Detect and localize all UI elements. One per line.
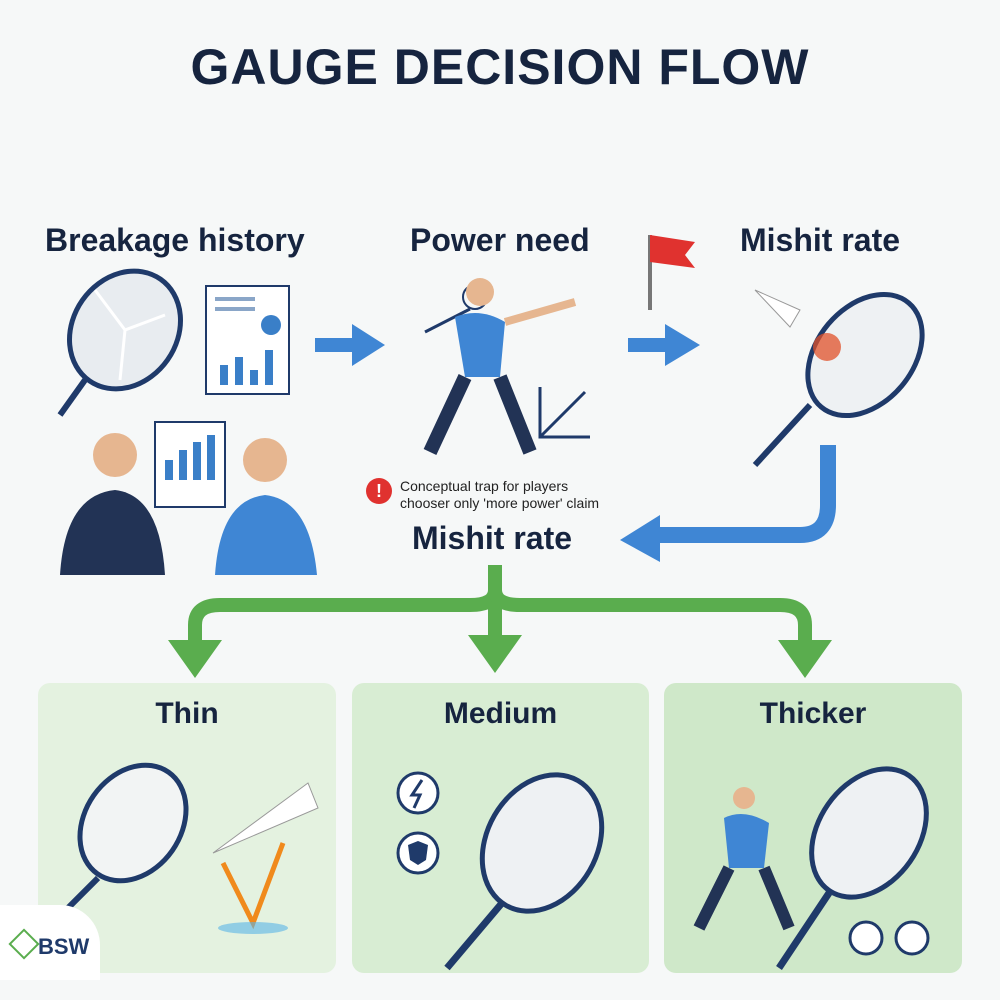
warning-line-2: chooser only 'more power' claim	[400, 495, 600, 511]
report-chart-icon	[205, 285, 290, 395]
player-smash-icon	[423, 278, 590, 455]
stage-mishit-rate: Mishit rate	[740, 222, 901, 258]
racket-mishit-icon	[752, 289, 925, 468]
page-title: GAUGE DECISION FLOW	[190, 39, 810, 95]
decision-mishit-rate: Mishit rate	[412, 520, 573, 556]
coaches-discussion-icon	[60, 421, 317, 575]
red-flag-icon	[648, 235, 695, 310]
thicker-player-racket-icon	[693, 766, 930, 970]
option-thicker-label: Thicker	[759, 697, 867, 730]
branch-arrows	[188, 565, 812, 645]
option-thin-label: Thin	[155, 697, 219, 730]
broken-racket-icon	[57, 268, 183, 417]
arrow-breakage-to-power	[315, 324, 385, 366]
arrow-power-to-mishit	[628, 324, 700, 366]
exclamation-circle-icon: !	[366, 478, 392, 504]
warning-line-1: Conceptual trap for players	[400, 478, 569, 494]
bsw-logo: BSW	[0, 905, 100, 980]
medium-racket-icon	[396, 771, 605, 971]
shield-check-icon	[894, 920, 930, 956]
lightning-icon	[396, 771, 440, 815]
thin-racket-shuttle-icon	[65, 762, 319, 934]
arrow-mishit-to-decision	[655, 445, 836, 543]
option-thicker-panel: Thicker	[664, 683, 962, 973]
option-medium-label: Medium	[443, 697, 558, 730]
logo-mark-icon: BSW	[8, 928, 90, 960]
svg-text:BSW: BSW	[38, 934, 90, 959]
stage-breakage-history: Breakage history	[45, 222, 305, 258]
clock-icon	[848, 920, 884, 956]
warning-note: ! Conceptual trap for players chooser on…	[366, 478, 599, 512]
stage-power-need: Power need	[410, 222, 590, 258]
option-medium-panel: Medium	[352, 683, 649, 973]
